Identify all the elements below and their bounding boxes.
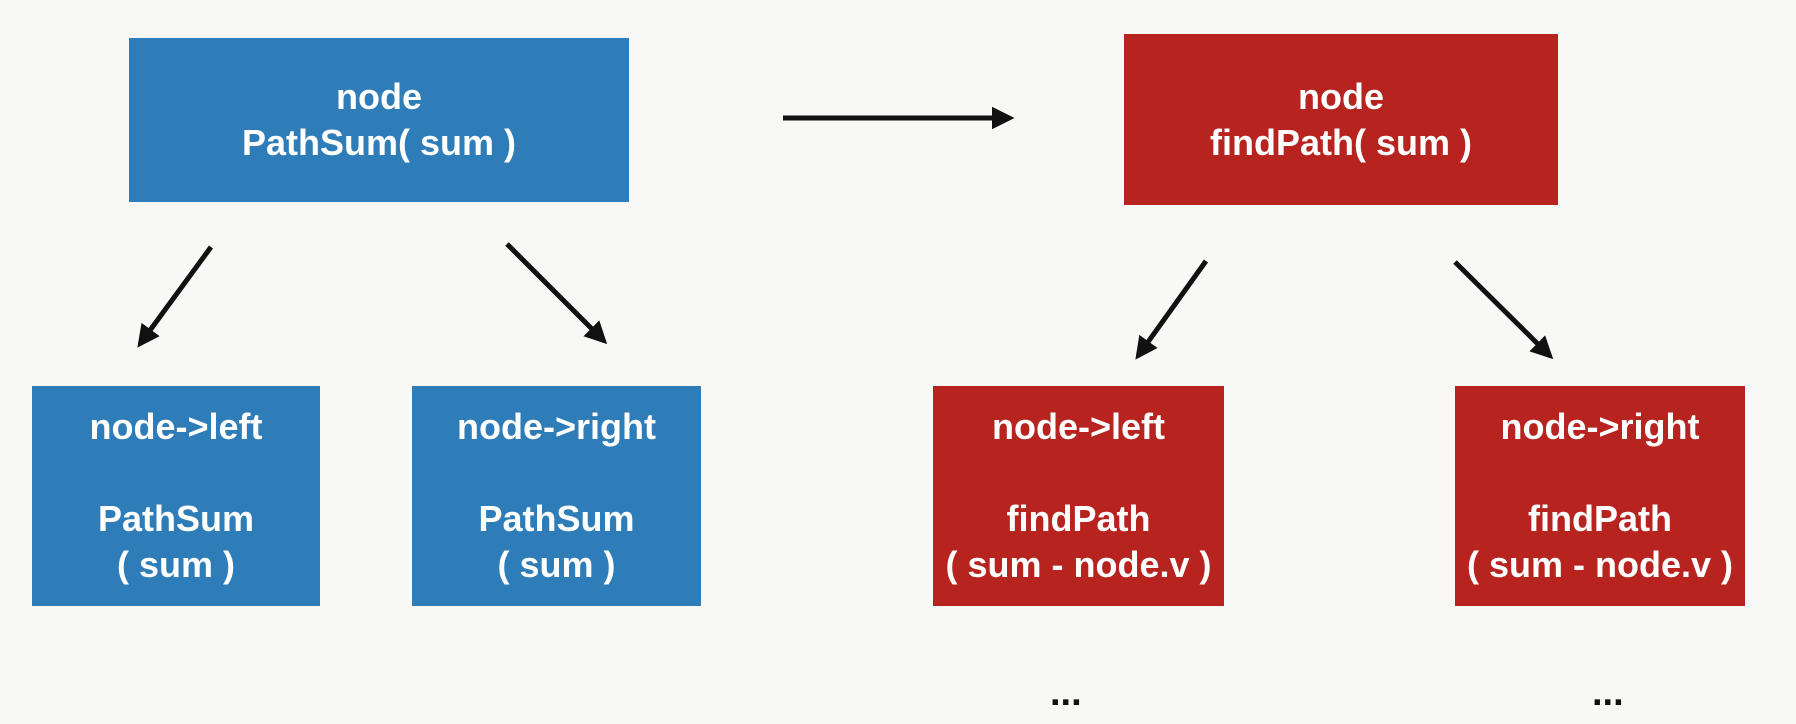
pathsum-left-child-node: node->left PathSum ( sum ) [32,386,320,606]
findpath-left-child-argument: ( sum - node.v ) [945,544,1212,585]
right-continuation-ellipsis: ... [1592,672,1624,714]
findpath-right-child-function: findPath [1528,498,1672,539]
findpath-root-call: findPath( sum ) [1210,121,1472,163]
pathsum-right-child-function: PathSum [478,498,635,539]
findpath-root-node-label: node [1298,75,1384,117]
findpath-left-child-function: findPath [1006,498,1151,539]
findpath-left-child-label: node->left [991,406,1165,447]
arrow-left-root-to-right-child [505,242,608,345]
pathsum-left-child-label: node->left [89,406,263,447]
pathsum-root-call: PathSum( sum ) [241,122,517,163]
pathsum-right-child-label: node->right [457,406,656,447]
arrow-right-root-to-left-child [1135,259,1209,360]
findpath-right-child-label: node->right [1500,406,1700,447]
pathsum-root-node-label: node [336,76,422,117]
arrow-left-root-to-left-child [137,245,214,348]
pathsum-root-node: node PathSum( sum ) [129,38,629,202]
arrow-right-root-to-right-child [1453,260,1554,360]
pathsum-left-child-function: PathSum [97,498,255,539]
left-continuation-ellipsis: ... [1050,672,1082,714]
findpath-left-child-node: node->left findPath ( sum - node.v ) [933,386,1224,606]
findpath-right-child-node: node->right findPath ( sum - node.v ) [1455,386,1745,606]
findpath-right-child-argument: ( sum - node.v ) [1466,544,1733,585]
findpath-root-node: node findPath( sum ) [1124,34,1558,205]
pathsum-left-child-argument: ( sum ) [116,544,235,585]
pathsum-right-child-node: node->right PathSum ( sum ) [412,386,701,606]
pathsum-right-child-argument: ( sum ) [497,544,616,585]
